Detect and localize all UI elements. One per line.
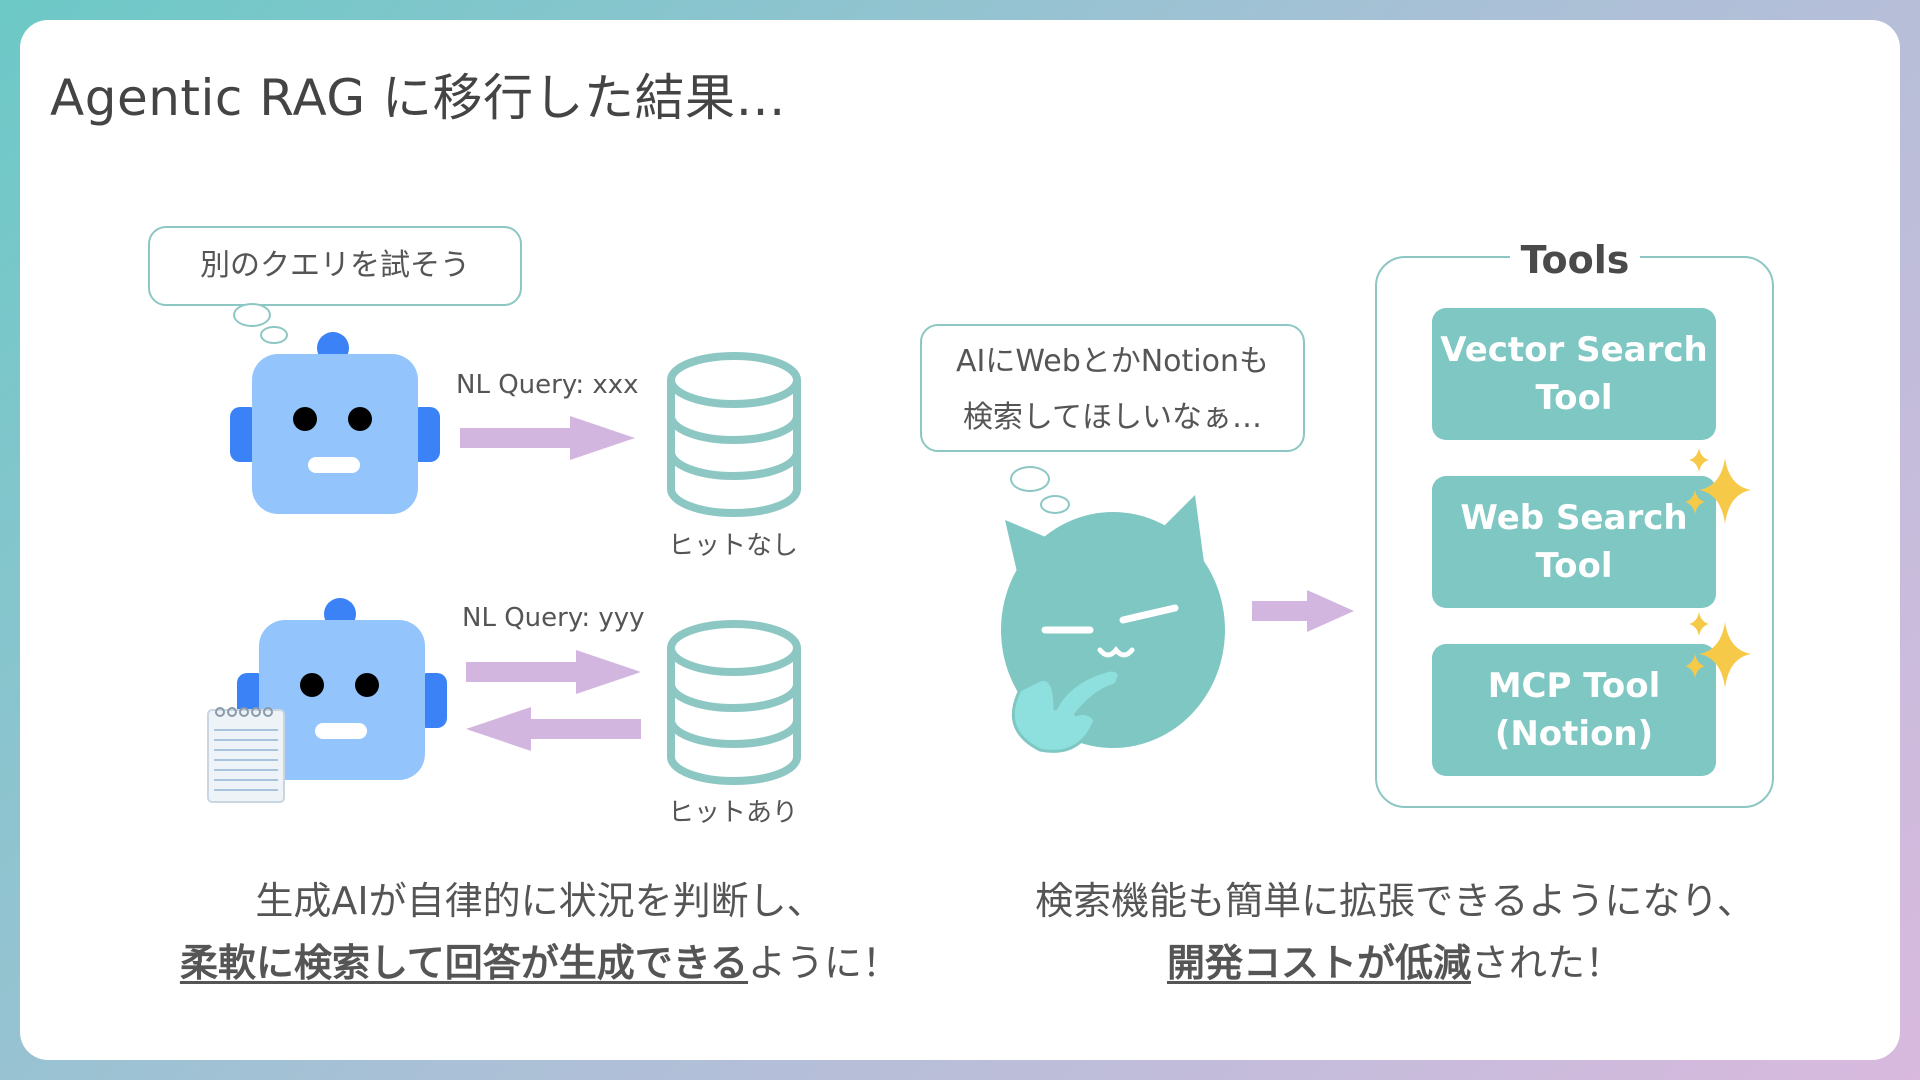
db-result-label-2: ヒットあり [668, 798, 799, 828]
tool-vector-search-line-2: Tool [1535, 378, 1613, 418]
thought-dot [1010, 466, 1050, 492]
left-caption: 生成AIが自律的に状況を判断し、 柔軟に検索して回答が生成できるように！ [140, 870, 940, 994]
thought-dot [233, 303, 271, 327]
sparkles-icon [1685, 448, 1751, 524]
arrow-right-icon [460, 416, 635, 460]
arrow-right-icon [1252, 590, 1354, 632]
tool-vector-search: Vector Search Tool [1432, 308, 1716, 440]
tool-web-search-line-2: Tool [1535, 546, 1613, 586]
tool-mcp-notion: MCP Tool (Notion) [1432, 644, 1716, 776]
database-icon [667, 352, 801, 517]
left-caption-emphasis: 柔軟に検索して回答が生成できる [179, 941, 749, 985]
query-label-1: NL Query: xxx [456, 370, 639, 400]
thinking-cat-icon [1001, 495, 1225, 753]
tool-mcp-notion-line-2: (Notion) [1494, 714, 1654, 754]
left-caption-line-2: 柔軟に検索して回答が生成できるように！ [140, 932, 940, 994]
right-caption: 検索機能も簡単に拡張できるようになり、 開発コストが低減された！ [960, 870, 1830, 994]
sparkles-icon [1685, 612, 1751, 688]
right-thought-bubble: AIにWebとかNotionも 検索してほしいなぁ… [920, 324, 1305, 452]
database-icon [667, 620, 801, 785]
left-thought-text: 別のクエリを試そう [200, 248, 470, 283]
right-caption-line-1: 検索機能も簡単に拡張できるようになり、 [1035, 879, 1755, 923]
right-thought-line-2: 検索してほしいなぁ… [962, 400, 1263, 435]
right-caption-emphasis: 開発コストが低減 [1166, 941, 1471, 985]
tools-title: Tools [1510, 238, 1640, 282]
query-label-2: NL Query: yyy [462, 603, 645, 633]
right-thought-line-1: AIにWebとかNotionも [955, 344, 1270, 379]
left-thought-bubble: 別のクエリを試そう [148, 226, 522, 306]
tool-mcp-notion-line-1: MCP Tool [1487, 666, 1661, 706]
tool-vector-search-line-1: Vector Search [1440, 330, 1708, 370]
arrow-right-icon [466, 650, 641, 694]
thought-dot [260, 326, 288, 344]
db-result-label-1: ヒットなし [668, 531, 799, 561]
left-caption-line-1: 生成AIが自律的に状況を判断し、 [255, 879, 825, 923]
left-caption-rest: ように！ [748, 941, 901, 985]
right-caption-rest: された！ [1471, 941, 1624, 985]
tool-web-search: Web Search Tool [1432, 476, 1716, 608]
slide-title: Agentic RAG に移行した結果… [50, 69, 786, 127]
notepad-icon [207, 707, 285, 803]
thought-dot [1040, 495, 1070, 514]
arrow-left-icon [466, 707, 641, 751]
right-caption-line-2: 開発コストが低減された！ [960, 932, 1830, 994]
tool-web-search-line-1: Web Search [1460, 498, 1688, 538]
robot-icon [230, 332, 440, 514]
